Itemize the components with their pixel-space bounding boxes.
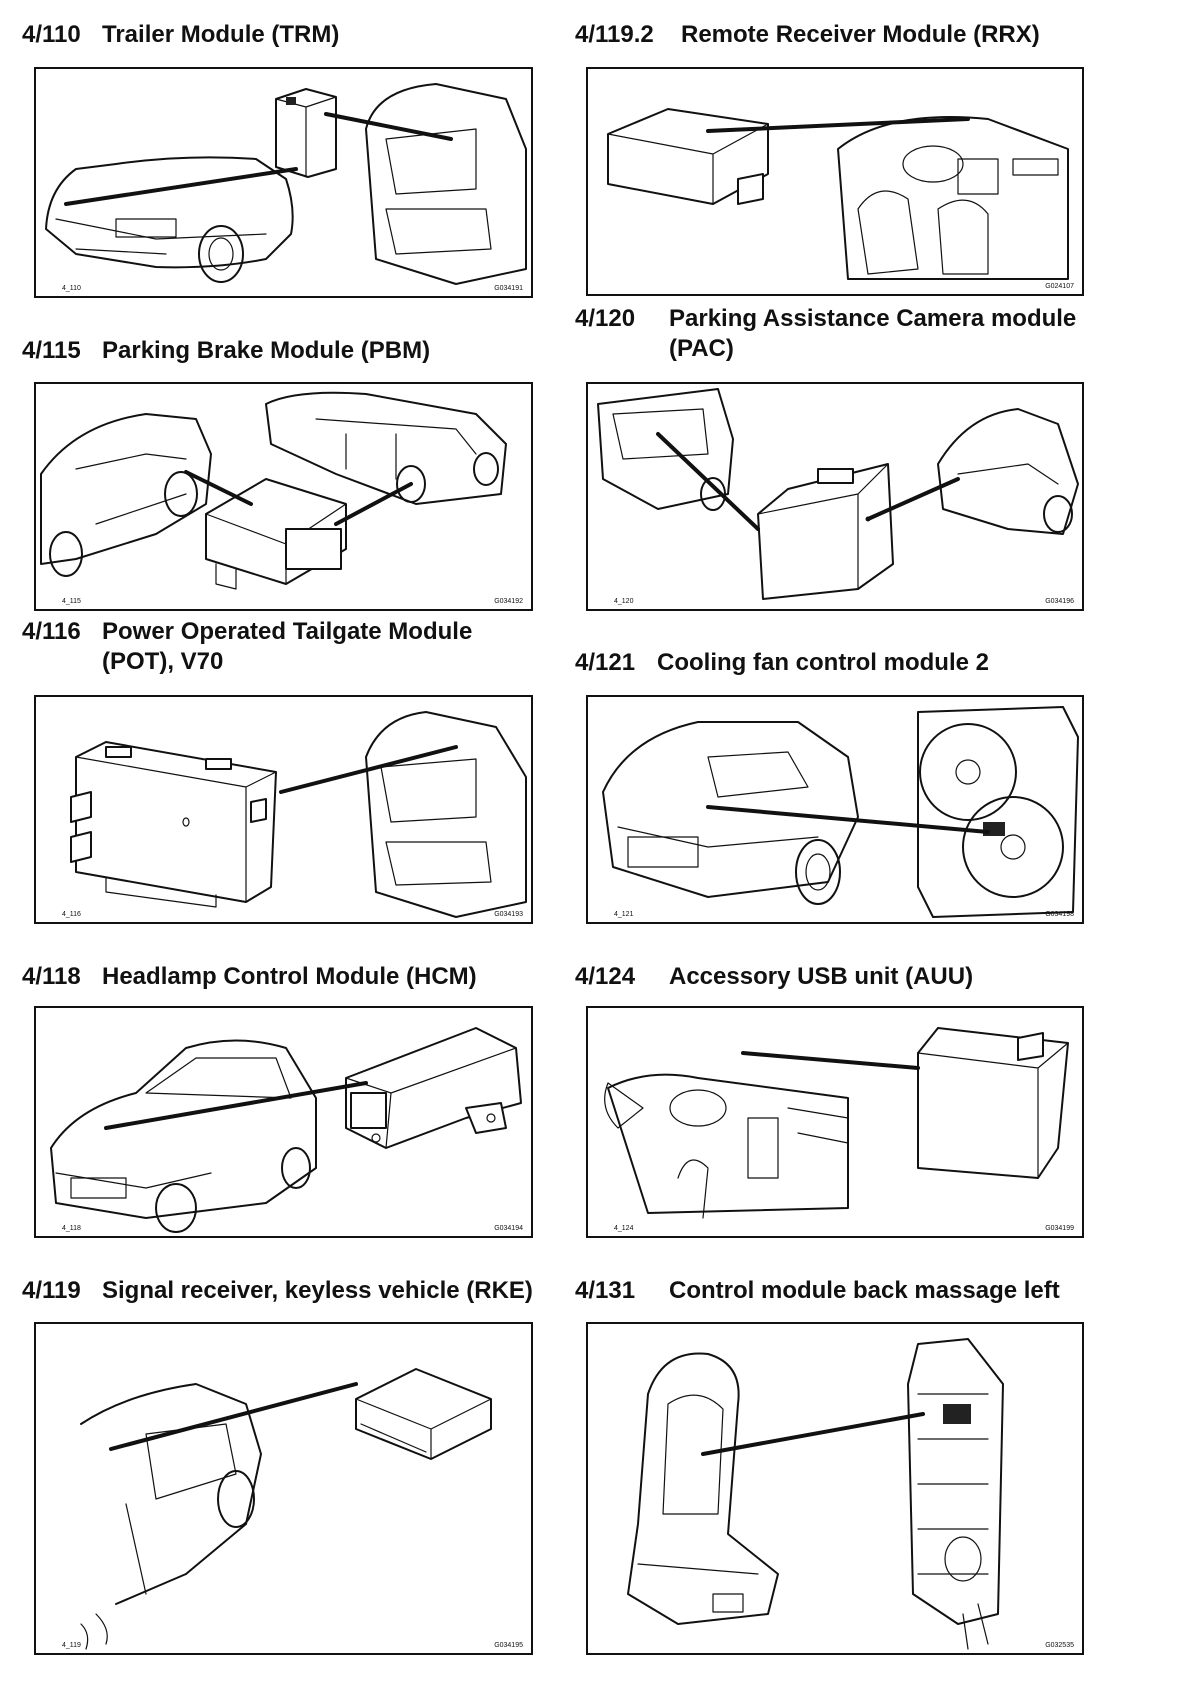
entry-title: Signal receiver, keyless vehicle (RKE) xyxy=(102,1277,533,1304)
cooling-fan-illustration xyxy=(602,706,1079,918)
entry-number: 4/121 xyxy=(575,649,636,676)
entry-number: 4/115 xyxy=(22,337,81,364)
figure-id: 4_116 xyxy=(62,911,81,918)
parking-brake-illustration xyxy=(40,391,507,590)
entry-number: 4/118 xyxy=(22,963,81,990)
entry-title: Trailer Module (TRM) xyxy=(102,21,340,48)
figure-code: G034191 xyxy=(494,285,523,292)
figure-code: G034192 xyxy=(494,598,523,605)
entry-number: 4/124 xyxy=(575,963,636,990)
figure-4-131: G032535 xyxy=(586,1322,1084,1655)
figure-4-110: 4_110 G034191 xyxy=(34,67,533,298)
figure-id: 4_120 xyxy=(614,598,634,605)
figure-4-121: 4_121 G034198 xyxy=(586,695,1084,924)
figure-id: 4_118 xyxy=(62,1225,81,1232)
parking-camera-illustration xyxy=(597,388,1079,600)
figure-id: 4_121 xyxy=(614,911,634,918)
figure-4-119-2: G024107 xyxy=(586,67,1084,296)
heading-4-121: 4/121 Cooling fan control module 2 xyxy=(575,648,989,678)
figure-4-119: 4_119 G034195 xyxy=(34,1322,533,1655)
heading-4-116: 4/116 Power Operated Tailgate Module (PO… xyxy=(22,617,472,677)
headlamp-module-illustration xyxy=(50,1027,522,1233)
figure-code: G024107 xyxy=(1045,283,1074,290)
trailer-module-illustration xyxy=(45,83,527,285)
figure-id: 4_119 xyxy=(62,1642,81,1649)
figure-code: G034198 xyxy=(1045,911,1074,918)
entry-number: 4/120 xyxy=(575,305,636,332)
heading-4-115: 4/115 Parking Brake Module (PBM) xyxy=(22,336,430,366)
entry-number: 4/110 xyxy=(22,21,81,48)
remote-receiver-illustration xyxy=(607,108,1069,280)
figure-id: 4_124 xyxy=(614,1225,634,1232)
entry-title: Parking Assistance Camera module (PAC) xyxy=(669,305,1077,362)
figure-4-120: 4_120 G034196 xyxy=(586,382,1084,611)
heading-4-119-2: 4/119.2 Remote Receiver Module (RRX) xyxy=(575,20,1040,50)
entry-title: Remote Receiver Module (RRX) xyxy=(681,21,1040,48)
figure-code: G032535 xyxy=(1045,1642,1074,1649)
figure-4-116: 4_116 G034193 xyxy=(34,695,533,924)
tailgate-module-illustration xyxy=(70,711,527,918)
heading-4-119: 4/119 Signal receiver, keyless vehicle (… xyxy=(22,1276,533,1306)
figure-id: 4_110 xyxy=(62,285,81,292)
figure-code: G034199 xyxy=(1045,1225,1074,1232)
usb-unit-illustration xyxy=(604,1027,1069,1219)
figure-code: G034193 xyxy=(494,911,523,918)
entry-title: Headlamp Control Module (HCM) xyxy=(102,963,477,990)
entry-number: 4/131 xyxy=(575,1277,636,1304)
entry-number: 4/119 xyxy=(22,1277,81,1304)
heading-4-110: 4/110 Trailer Module (TRM) xyxy=(22,20,339,50)
entry-number: 4/119.2 xyxy=(575,21,654,48)
entry-title: Accessory USB unit (AUU) xyxy=(669,963,974,990)
entry-title: Parking Brake Module (PBM) xyxy=(102,337,431,364)
figure-code: G034195 xyxy=(494,1642,523,1649)
heading-4-124: 4/124 Accessory USB unit (AUU) xyxy=(575,962,973,992)
heading-4-118: 4/118 Headlamp Control Module (HCM) xyxy=(22,962,477,992)
entry-title: Control module back massage left xyxy=(669,1277,1060,1304)
figure-id: 4_115 xyxy=(62,598,81,605)
entry-title: Cooling fan control module 2 xyxy=(657,649,989,676)
figure-4-124: 4_124 G034199 xyxy=(586,1006,1084,1238)
entry-number: 4/116 xyxy=(22,618,81,645)
figure-4-118: 4_118 G034194 xyxy=(34,1006,533,1238)
figure-code: G034196 xyxy=(1045,598,1074,605)
heading-4-120: 4/120 Parking Assistance Camera module (… xyxy=(575,304,1076,364)
seat-massage-illustration xyxy=(627,1338,1004,1650)
entry-title: Power Operated Tailgate Module (POT), V7… xyxy=(102,618,473,675)
heading-4-131: 4/131 Control module back massage left xyxy=(575,1276,1060,1306)
figure-4-115: 4_115 G034192 xyxy=(34,382,533,611)
keyless-receiver-illustration xyxy=(80,1368,492,1650)
figure-code: G034194 xyxy=(494,1225,523,1232)
